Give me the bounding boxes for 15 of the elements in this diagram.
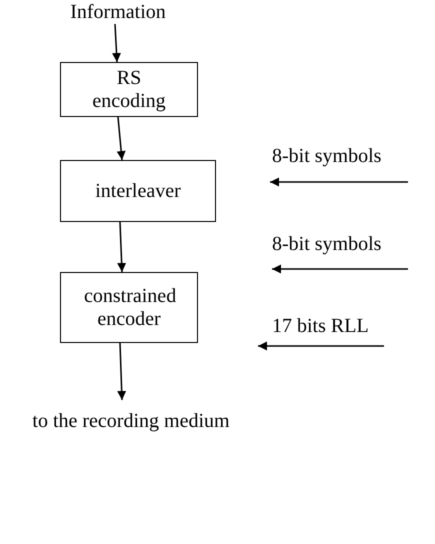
signal-label: 8-bit symbols: [272, 233, 382, 256]
signal-label: 8-bit symbols: [272, 145, 382, 168]
process-box: [60, 272, 198, 343]
arrow: [116, 116, 126, 160]
flow-label: to the recording medium: [32, 410, 230, 432]
box-label: RS encoding: [91, 66, 167, 112]
signal-label: 17 bits RLL: [272, 315, 369, 338]
arrow: [117, 342, 126, 400]
flow-label: Information: [70, 0, 166, 24]
process-box: [60, 62, 198, 117]
arrow: [117, 222, 126, 272]
arrow: [112, 24, 122, 62]
box-label: interleaver: [95, 180, 181, 202]
process-box: [60, 160, 216, 222]
box-label: constrained encoder: [84, 284, 174, 330]
